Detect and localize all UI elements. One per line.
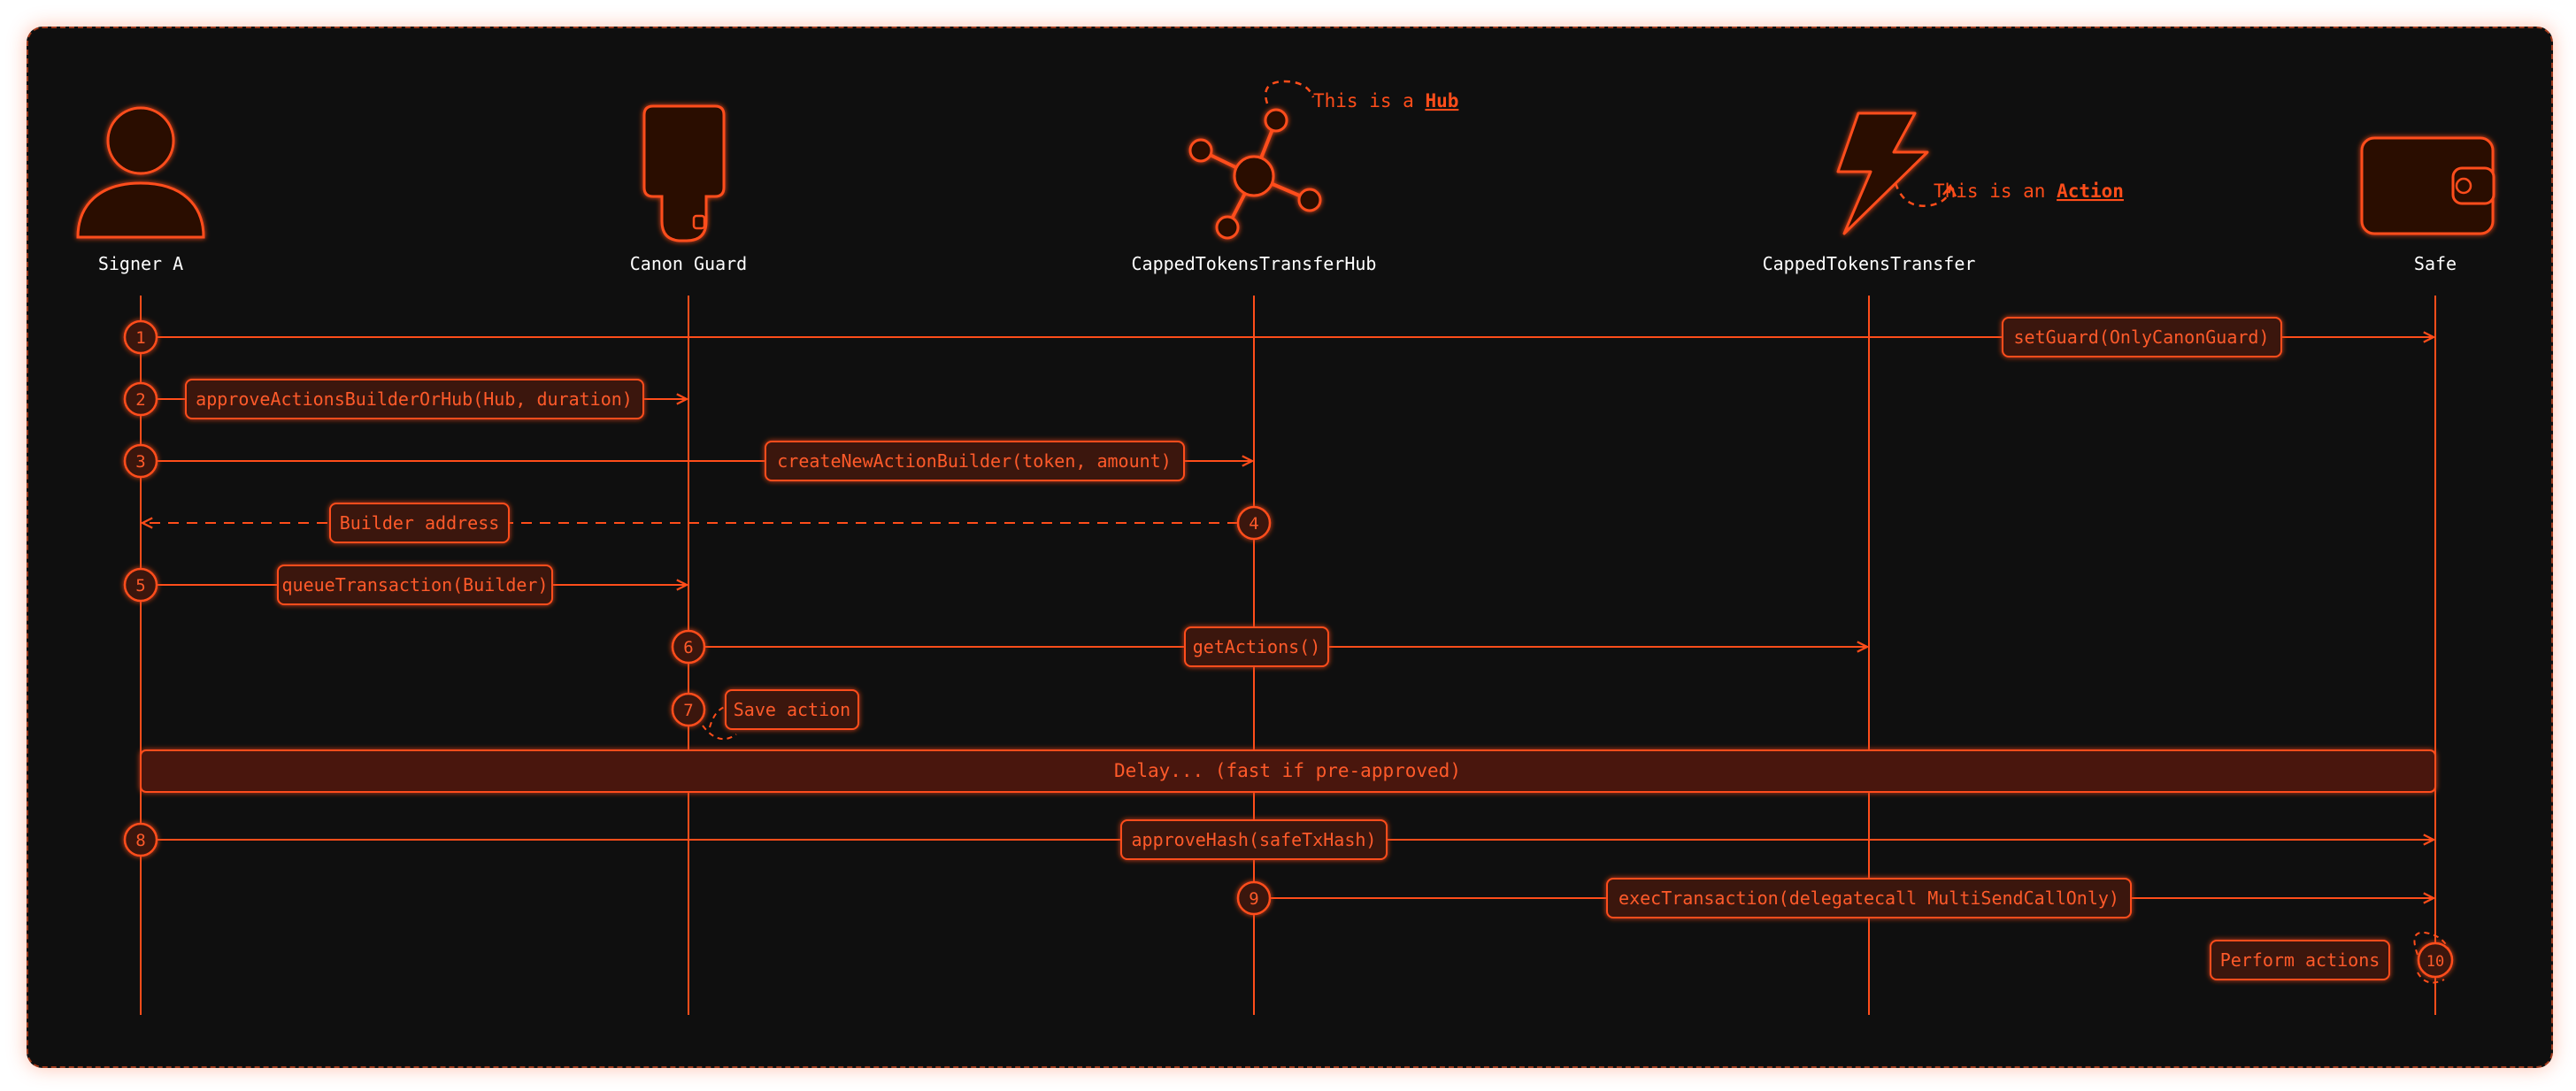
action-annotation-prefix: This is an	[1934, 181, 2057, 202]
message-2-label: approveActionsBuilderOrHub(Hub, duration…	[185, 379, 644, 419]
step-6-number: 6	[683, 638, 693, 657]
step-2-number: 2	[135, 390, 145, 410]
hub-annotation: This is a Hub	[1265, 80, 1458, 111]
message-5-label: queueTransaction(Builder)	[277, 565, 553, 605]
message-6-label: getActions()	[1184, 626, 1329, 667]
action-annotation-keyword: Action	[2057, 181, 2124, 202]
message-1-label: setGuard(OnlyCanonGuard)	[2002, 317, 2282, 357]
participant-name-hub: CappedTokensTransferHub	[1132, 253, 1377, 274]
message-4-label: Builder address	[329, 503, 510, 543]
step-7-number: 7	[683, 701, 693, 720]
step-9-badge: 9	[1236, 880, 1272, 916]
participant-name-action: CappedTokensTransfer	[1763, 253, 1976, 274]
step-4-number: 4	[1249, 514, 1258, 534]
participant-name-signer-a: Signer A	[98, 253, 183, 274]
step-5-number: 5	[135, 576, 145, 595]
message-8-text: approveHash(safeTxHash)	[1132, 829, 1377, 850]
step-8-badge: 8	[123, 822, 158, 857]
message-6-text: getActions()	[1193, 636, 1321, 657]
message-3-label: createNewActionBuilder(token, amount)	[765, 441, 1185, 481]
message-7-self-loop	[709, 704, 750, 728]
sequence-diagram-panel: This is a Hub This is an Action Signer A…	[27, 27, 2553, 1068]
participant-name-canon-guard: Canon Guard	[630, 253, 747, 274]
step-6-badge: 6	[671, 629, 706, 665]
message-7-text: Save action	[734, 699, 850, 720]
message-7-self-loop-tail	[702, 725, 737, 741]
delay-label: Delay... (fast if pre-approved)	[1114, 760, 1461, 781]
message-4-text: Builder address	[340, 512, 500, 534]
hub-annotation-keyword: Hub	[1425, 90, 1458, 111]
guard-icon	[642, 104, 726, 242]
svg-text:This is a Hub: This is a Hub	[1313, 90, 1458, 111]
step-10-badge: 10	[2417, 941, 2454, 979]
wallet-icon	[2360, 136, 2495, 235]
step-5-badge: 5	[123, 567, 158, 603]
step-3-number: 3	[135, 452, 145, 472]
step-1-number: 1	[135, 328, 145, 348]
message-9-label: execTransaction(delegatecall MultiSendCa…	[1606, 878, 2132, 918]
user-icon	[76, 106, 205, 239]
message-1-text: setGuard(OnlyCanonGuard)	[2014, 327, 2270, 348]
hub-annotation-prefix: This is a	[1313, 90, 1425, 111]
svg-text:This is an Action: This is an Action	[1934, 181, 2124, 202]
message-3-text: createNewActionBuilder(token, amount)	[777, 450, 1172, 472]
step-3-badge: 3	[123, 443, 158, 479]
message-5-text: queueTransaction(Builder)	[281, 574, 548, 595]
participant-name-safe: Safe	[2414, 253, 2457, 274]
message-10-self-loop-tail	[2417, 972, 2445, 984]
delay-band: Delay... (fast if pre-approved)	[140, 749, 2436, 793]
action-annotation: This is an Action	[1894, 181, 2124, 207]
message-7-label: Save action	[725, 689, 859, 730]
step-7-badge: 7	[671, 692, 706, 727]
step-9-number: 9	[1249, 889, 1258, 909]
step-1-badge: 1	[123, 319, 158, 355]
message-10-text: Perform actions	[2220, 949, 2380, 971]
step-8-number: 8	[135, 831, 145, 850]
lightning-icon	[1836, 111, 1929, 235]
hub-icon	[1188, 108, 1322, 240]
step-10-number: 10	[2426, 953, 2444, 971]
message-9-text: execTransaction(delegatecall MultiSendCa…	[1619, 887, 2119, 909]
step-4-badge: 4	[1236, 505, 1272, 541]
step-2-badge: 2	[123, 381, 158, 417]
sequence-diagram: This is a Hub This is an Action Signer A…	[76, 80, 2495, 1015]
message-10-label: Perform actions	[2210, 940, 2390, 980]
message-10-self-loop	[2413, 931, 2452, 961]
message-2-text: approveActionsBuilderOrHub(Hub, duration…	[196, 388, 633, 410]
message-8-label: approveHash(safeTxHash)	[1120, 819, 1388, 860]
